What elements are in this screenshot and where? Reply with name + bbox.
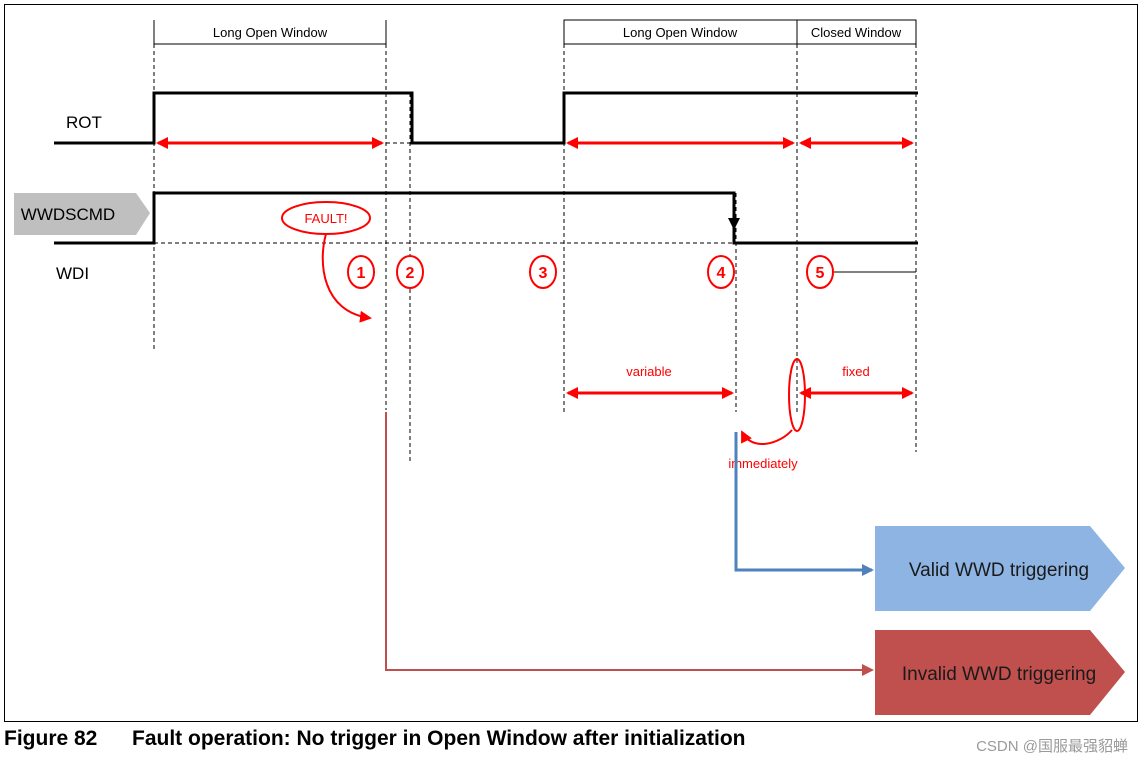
window-label-3: Closed Window — [811, 25, 902, 40]
svg-text:2: 2 — [406, 265, 415, 282]
figure-caption: Figure 82 Fault operation: No trigger in … — [4, 727, 745, 751]
invalid-outcome-box: Invalid WWD triggering — [875, 630, 1125, 715]
step-marker-3: 3 — [529, 255, 557, 289]
window-label-1: Long Open Window — [213, 25, 328, 40]
invalid-connector — [385, 412, 874, 676]
valid-connector — [734, 432, 874, 576]
wwdscmd-tag: WWDSCMD — [14, 193, 150, 235]
closed-window-start-highlight — [788, 358, 806, 432]
fault-arrow — [321, 233, 372, 323]
wwdscmd-label: WWDSCMD — [21, 205, 115, 224]
window-span-arrows — [156, 137, 914, 399]
step-marker-2: 2 — [396, 255, 424, 289]
fault-bubble: FAULT! — [281, 201, 372, 323]
watermark: CSDN @国服最强貂蝉 — [976, 738, 1128, 755]
wdi-label: WDI — [56, 264, 89, 283]
fixed-label: fixed — [842, 364, 869, 379]
variable-label: variable — [626, 364, 672, 379]
wwdscmd-waveform — [54, 191, 918, 245]
figure-title: Fault operation: No trigger in Open Wind… — [132, 727, 746, 750]
immediately-arrow — [741, 429, 793, 446]
window-header-1: Long Open Window — [153, 20, 387, 45]
step-marker-5: 5 — [806, 255, 834, 289]
step-marker-4: 4 — [707, 255, 735, 289]
rot-waveform — [54, 91, 918, 145]
window-label-2: Long Open Window — [623, 25, 738, 40]
rot-label: ROT — [66, 113, 102, 132]
step-markers: 1 2 3 4 5 — [347, 255, 834, 289]
svg-text:5: 5 — [816, 265, 825, 282]
step-marker-1: 1 — [347, 255, 375, 289]
svg-text:4: 4 — [717, 265, 726, 282]
svg-text:3: 3 — [539, 265, 548, 282]
immediately-label: immediately — [728, 456, 798, 471]
valid-outcome-label: Valid WWD triggering — [909, 560, 1089, 581]
svg-text:1: 1 — [357, 265, 366, 282]
window-header-2: Long Open Window Closed Window — [563, 19, 917, 45]
figure-number: Figure 82 — [4, 727, 98, 750]
fault-label: FAULT! — [304, 211, 347, 226]
invalid-outcome-label: Invalid WWD triggering — [902, 664, 1096, 685]
valid-outcome-box: Valid WWD triggering — [875, 526, 1125, 611]
dashed-guides — [153, 44, 917, 462]
